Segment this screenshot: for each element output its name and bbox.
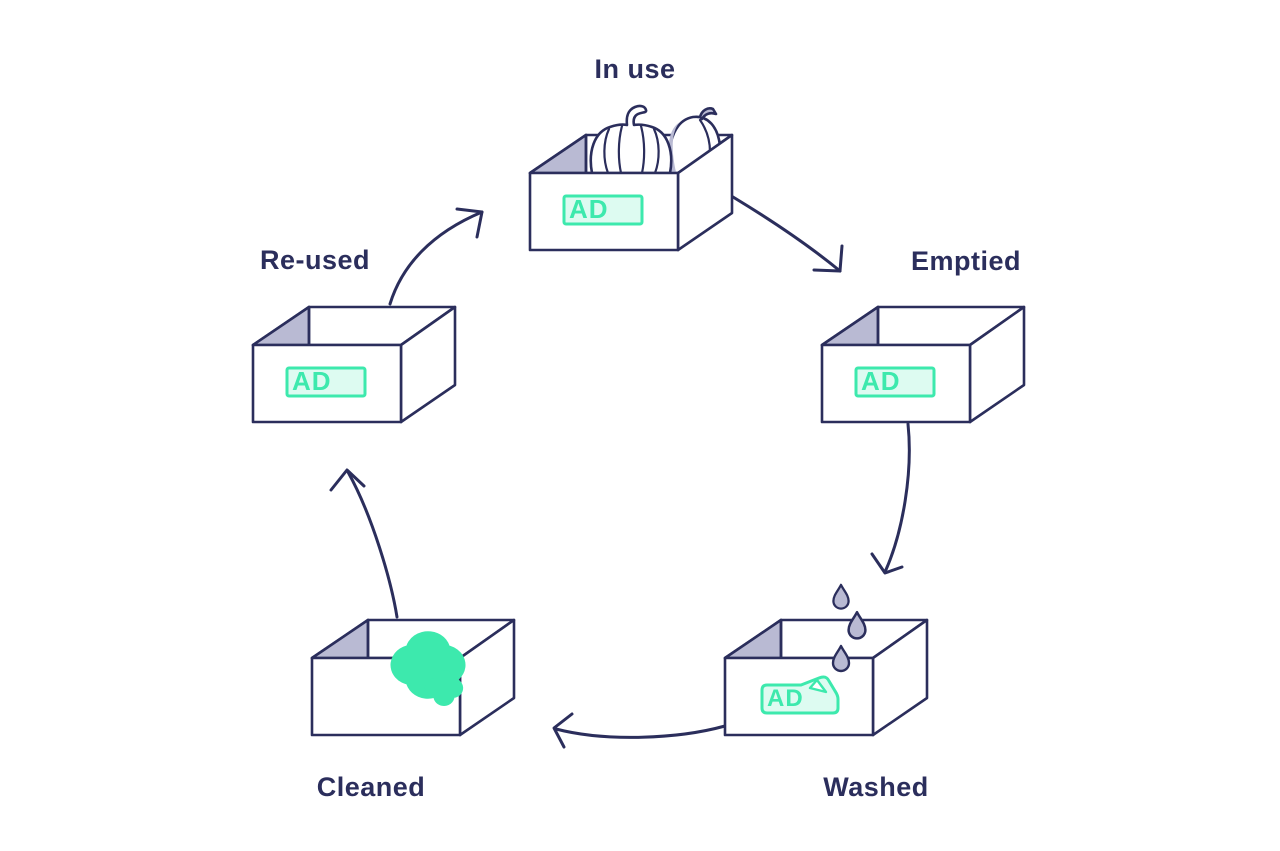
node-cleaned: Cleaned	[310, 618, 516, 802]
node-washed: Washed AD	[723, 583, 929, 802]
arrow-emptied-to-washed	[870, 422, 911, 575]
node-title: In use	[594, 54, 675, 84]
cycle-arrows	[329, 195, 911, 749]
ad-label-text: AD	[292, 366, 332, 396]
ad-label: AD	[562, 194, 644, 226]
ad-label-text: AD	[767, 685, 804, 712]
node-title: Cleaned	[317, 772, 426, 802]
node-title: Emptied	[911, 246, 1021, 276]
ad-label-peeling: AD	[760, 675, 840, 715]
arrow-washed-to-cleaned	[552, 712, 727, 749]
box-emptied: AD	[820, 305, 1026, 424]
arrow-cleaned-to-re-used	[329, 468, 399, 619]
ad-label-text: AD	[569, 194, 609, 224]
node-emptied: Emptied AD	[820, 246, 1026, 424]
node-re-used: Re-used AD	[251, 245, 457, 424]
ad-label: AD	[285, 366, 367, 398]
arrow-in-use-to-emptied	[731, 195, 844, 273]
node-title: Washed	[823, 772, 929, 802]
node-title: Re-used	[260, 245, 370, 275]
arrow-re-used-to-in-use	[388, 207, 484, 306]
sparkle-icon	[413, 652, 453, 697]
box-in-use: AD	[528, 104, 734, 252]
box-re-used: AD	[251, 305, 457, 424]
ad-label-text: AD	[861, 366, 901, 396]
box-washed: AD	[723, 618, 929, 737]
ad-label: AD	[854, 366, 936, 398]
node-in-use: In use AD	[528, 54, 734, 252]
